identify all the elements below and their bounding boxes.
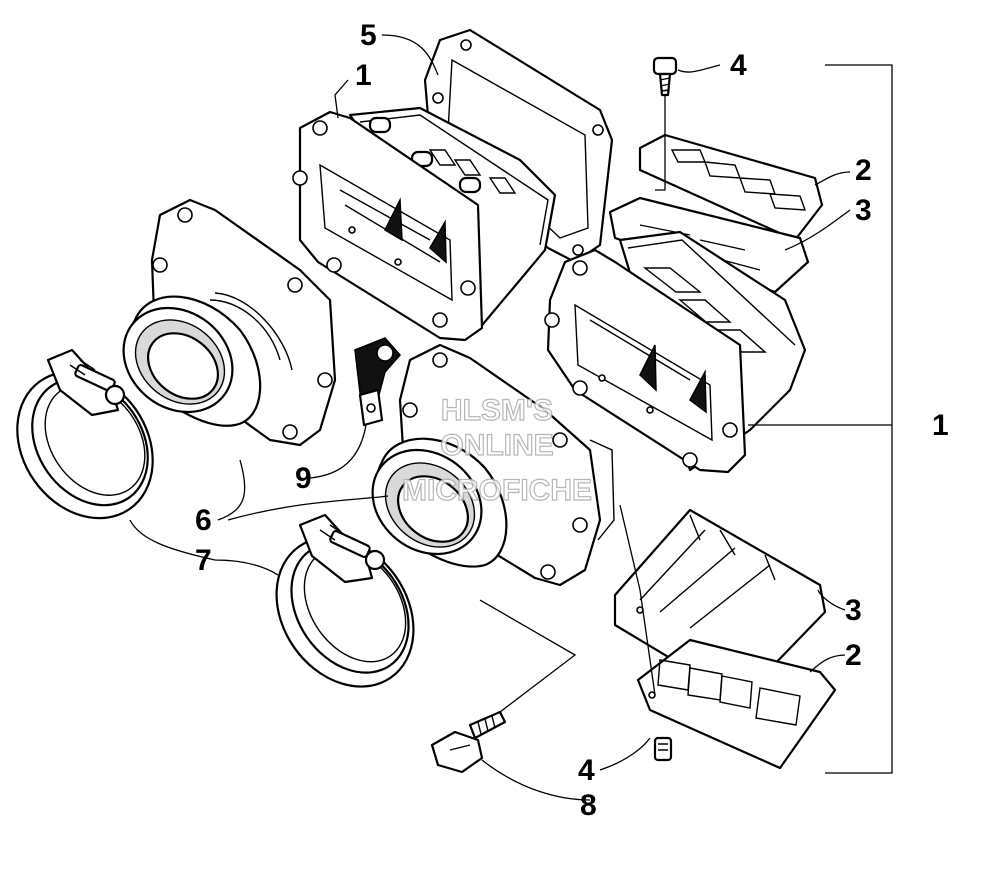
callout-5: 5	[360, 19, 377, 52]
flange-bolt	[430, 599, 577, 774]
hose-clamp-upper	[16, 348, 154, 520]
callout-9: 9	[295, 462, 312, 495]
callout-3-upper: 3	[855, 194, 872, 227]
reed-petal-lower	[636, 638, 837, 770]
hose-bracket	[354, 337, 402, 427]
callout-2-upper: 2	[855, 154, 872, 187]
callout-3-lower: 3	[845, 594, 862, 627]
watermark-line-1: HLSM'S	[441, 394, 553, 427]
callout-1-assembly: 1	[932, 409, 949, 442]
callout-2-lower: 2	[845, 639, 862, 672]
hose-clamp-lower	[275, 513, 415, 688]
callouts: 5 1 4 2 3 1 9 6 7 3 2 4 8	[195, 19, 949, 822]
callout-1-upper: 1	[355, 59, 372, 92]
reed-screw-upper	[652, 56, 678, 191]
reed-block-upper	[292, 106, 557, 342]
intake-flange-upper	[122, 198, 337, 447]
watermark-line-2: ONLINE	[440, 429, 553, 462]
reed-stopper-upper	[608, 196, 810, 294]
watermark-line-3: MICROFICHE	[402, 474, 592, 507]
callout-8: 8	[580, 789, 597, 822]
reed-stopper-lower	[613, 508, 827, 702]
callout-4-upper: 4	[730, 49, 747, 82]
leader-lines	[129, 34, 851, 801]
gasket	[423, 28, 614, 264]
reed-block-lower	[544, 230, 807, 474]
callout-4-lower: 4	[578, 754, 595, 787]
intake-flange-lower	[371, 343, 615, 587]
assembly-bracket	[748, 64, 893, 774]
callout-6: 6	[195, 504, 212, 537]
reed-screw-lower	[619, 504, 673, 762]
watermark: HLSM'S ONLINE MICROFICHE	[401, 393, 592, 507]
callout-7: 7	[195, 544, 212, 577]
